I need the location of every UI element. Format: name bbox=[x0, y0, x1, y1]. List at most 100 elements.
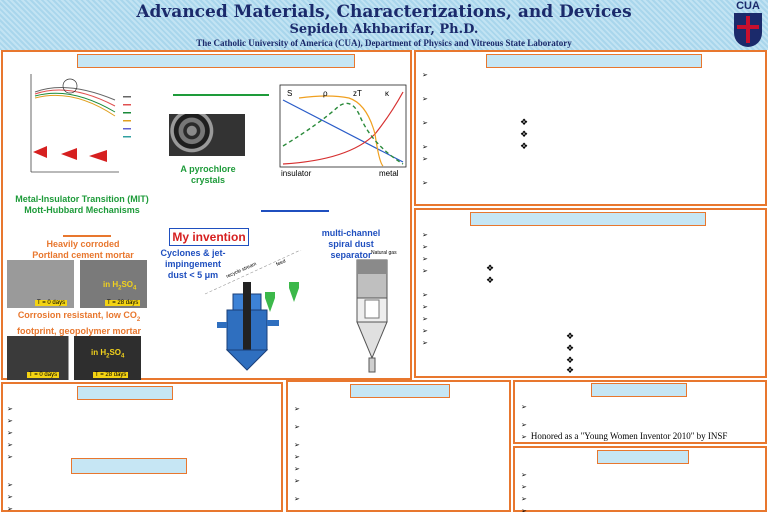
right-top-bullets bbox=[422, 68, 432, 188]
tag-day0-b: T = 0 days bbox=[27, 372, 60, 378]
pyrochlore-line2: crystals bbox=[190, 175, 226, 185]
feed-label: feed bbox=[275, 258, 287, 268]
bottom-middle-heading-bar bbox=[350, 384, 450, 398]
bullet bbox=[521, 418, 727, 430]
cyclone-caption: Cyclones & jet- impingement dust < 5 μm bbox=[153, 248, 233, 281]
bullet bbox=[422, 140, 432, 152]
bullet bbox=[294, 462, 304, 474]
bullet bbox=[422, 252, 432, 264]
bullet bbox=[422, 176, 432, 188]
bullet bbox=[422, 336, 432, 348]
bullet bbox=[422, 312, 432, 324]
resistant-line1-text: Corrosion resistant, low CO bbox=[17, 310, 137, 320]
diamond-icon: ❖ bbox=[486, 276, 495, 286]
invention-box: My invention bbox=[169, 228, 249, 246]
diamond-icon: ❖ bbox=[520, 118, 529, 128]
bottom-left-bullets-b bbox=[7, 478, 17, 512]
acid-1-sub2: 4 bbox=[133, 285, 137, 292]
bottom-left-heading-bar bbox=[77, 386, 173, 400]
label-metal: metal bbox=[379, 169, 399, 178]
bullet bbox=[294, 438, 304, 450]
acid-2-sub2: 4 bbox=[121, 353, 125, 360]
bullet bbox=[7, 414, 17, 426]
right-middle-bullets-b bbox=[422, 288, 432, 348]
blue-rule bbox=[261, 210, 329, 212]
label-rho: ρ bbox=[323, 89, 328, 98]
affiliation: The Catholic University of America (CUA)… bbox=[196, 38, 572, 48]
honors-bullets: Honored as a "Young Women Inventor 2010"… bbox=[521, 400, 728, 442]
bullet bbox=[422, 324, 432, 336]
bullet bbox=[294, 450, 304, 462]
bullet bbox=[521, 492, 531, 504]
bullet bbox=[7, 402, 17, 414]
corroded-caption: Heavily corroded Portland cement mortar bbox=[13, 239, 153, 261]
tag-day28-b: T = 28 days bbox=[93, 372, 129, 378]
bottom-right-bullets bbox=[521, 468, 531, 512]
bullet bbox=[521, 480, 531, 492]
diamond-icon: ❖ bbox=[566, 356, 575, 366]
spiral-line2: spiral dust bbox=[328, 239, 374, 249]
natural-gas-label: Natural gas bbox=[371, 250, 397, 256]
orange-rule bbox=[63, 235, 111, 237]
spiral-caption: multi-channel spiral dust separator bbox=[313, 228, 389, 261]
pyrochlore-image bbox=[169, 114, 245, 156]
acid-label-2: in H2SO4 bbox=[91, 348, 124, 360]
bullet bbox=[521, 400, 727, 412]
geopolymer-mortar-image: T = 0 days T = 28 days in H2SO4 bbox=[7, 336, 141, 380]
diamond-icon: ❖ bbox=[566, 366, 575, 376]
bullet bbox=[7, 502, 17, 512]
honors-heading-bar bbox=[591, 383, 687, 397]
green-rule bbox=[173, 94, 269, 96]
acid-1-text: in H bbox=[103, 280, 119, 289]
honor-item: Honored as a "Young Women Inventor 2010"… bbox=[521, 430, 728, 442]
cyclone-line3: dust < 5 μm bbox=[167, 270, 219, 280]
bullet bbox=[422, 228, 432, 240]
resistant-line1-sub: 2 bbox=[136, 316, 141, 323]
bullet bbox=[294, 492, 304, 504]
tag-day0: T = 0 days bbox=[35, 300, 68, 306]
bottom-middle-panel bbox=[286, 380, 511, 512]
honor-text: Honored as a "Young Women Inventor 2010"… bbox=[530, 431, 728, 441]
bullet bbox=[422, 300, 432, 312]
author-name: Sepideh Akhbarifar, Ph.D. bbox=[289, 22, 479, 37]
resistant-caption: Corrosion resistant, low CO2 footprint, … bbox=[3, 310, 155, 337]
spiral-separator: Natural gas bbox=[356, 250, 397, 373]
label-zt: zT bbox=[353, 89, 362, 98]
diamond-icon: ❖ bbox=[520, 130, 529, 140]
research-panel: Metal-Insulator Transition (MIT) Mott-Hu… bbox=[1, 50, 412, 380]
pyrochlore-line1: A pyrochlore bbox=[180, 164, 236, 174]
bottom-right-panel bbox=[513, 446, 767, 512]
diamond-icon: ❖ bbox=[566, 332, 575, 342]
research-heading-bar bbox=[77, 54, 355, 68]
right-top-heading-bar bbox=[486, 54, 702, 68]
bottom-left-subheading-bar bbox=[71, 458, 187, 474]
right-top-panel: ❖ ❖ ❖ bbox=[414, 50, 767, 206]
logo-text: CUA bbox=[736, 0, 760, 12]
poster-title: Advanced Materials, Characterizations, a… bbox=[136, 2, 632, 22]
diamond-icon: ❖ bbox=[566, 344, 575, 354]
bullet bbox=[294, 402, 304, 414]
cyclone-line2: impingement bbox=[164, 259, 221, 269]
bullet bbox=[521, 468, 531, 480]
bullet bbox=[422, 68, 432, 80]
bullet bbox=[422, 264, 432, 276]
spiral-line3: separator bbox=[330, 250, 372, 260]
bullet bbox=[7, 450, 17, 462]
mit-caption-line2: Mott-Hubbard Mechanisms bbox=[24, 205, 140, 215]
corroded-line1: Heavily corroded bbox=[46, 239, 120, 249]
mit-caption-line1: Metal-Insulator Transition (MIT) bbox=[15, 194, 149, 204]
pyrochlore-caption: A pyrochlore crystals bbox=[163, 164, 253, 186]
right-middle-bullets-a bbox=[422, 228, 432, 276]
resistant-line1: Corrosion resistant, low CO2 bbox=[3, 310, 155, 326]
bullet bbox=[7, 490, 17, 502]
tag-day28: T = 28 days bbox=[105, 300, 141, 306]
bullet bbox=[7, 438, 17, 450]
bullet bbox=[422, 240, 432, 252]
acid-2-text: in H bbox=[91, 348, 107, 357]
diamond-icon: ❖ bbox=[520, 142, 529, 152]
bullet bbox=[294, 474, 304, 486]
bullet bbox=[422, 152, 432, 164]
bullet bbox=[422, 116, 432, 128]
label-s: S bbox=[287, 89, 292, 98]
thermoelectric-chart: S ρ zT κ insulator metal bbox=[279, 84, 407, 178]
